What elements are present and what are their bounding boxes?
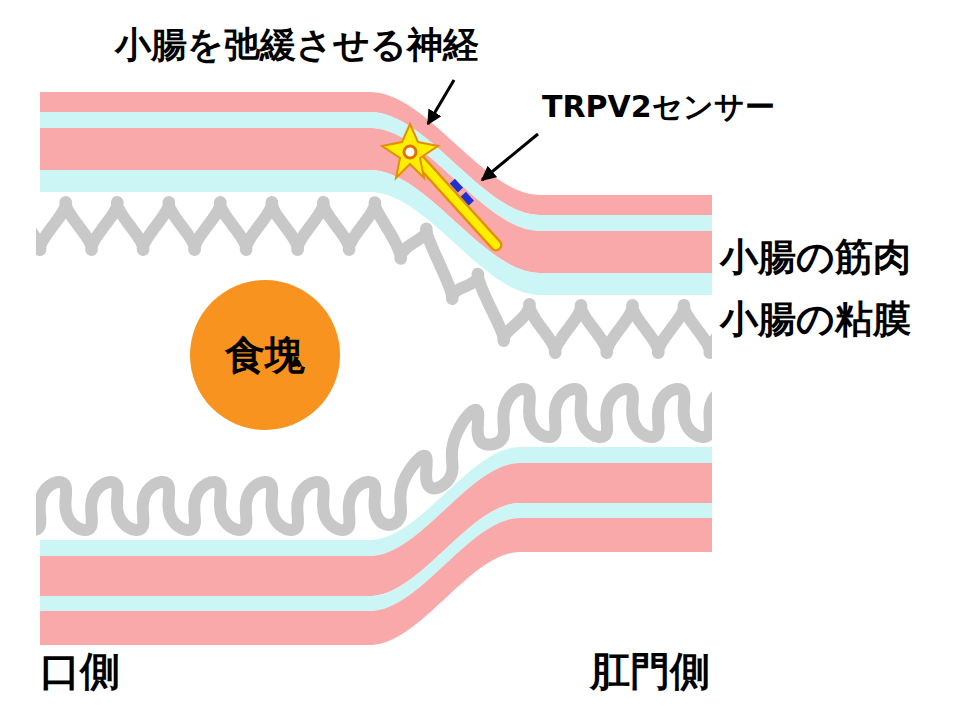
leader-line xyxy=(482,134,538,180)
wall-band xyxy=(40,518,712,645)
nerve-fiber xyxy=(382,124,496,245)
part-label: 小腸の筋肉 xyxy=(720,236,911,280)
part-label: 小腸を弛緩させる神経 xyxy=(115,24,479,65)
nerve-cell-body xyxy=(382,124,438,178)
mucosa-villi xyxy=(36,202,712,530)
muscle-layers xyxy=(40,92,712,645)
part-label: 肛門側 xyxy=(590,648,710,694)
bolus-label: 食塊 xyxy=(225,328,305,383)
part-label: 口側 xyxy=(40,648,120,694)
part-label: TRPV2センサー xyxy=(542,90,775,125)
villi-wave xyxy=(36,389,712,530)
trpv2-sensor xyxy=(450,179,474,206)
villi-wave xyxy=(36,202,712,353)
part-label: 小腸の粘膜 xyxy=(720,298,911,342)
bolus-circle: 食塊 xyxy=(190,280,340,430)
leader-line xyxy=(428,80,454,124)
